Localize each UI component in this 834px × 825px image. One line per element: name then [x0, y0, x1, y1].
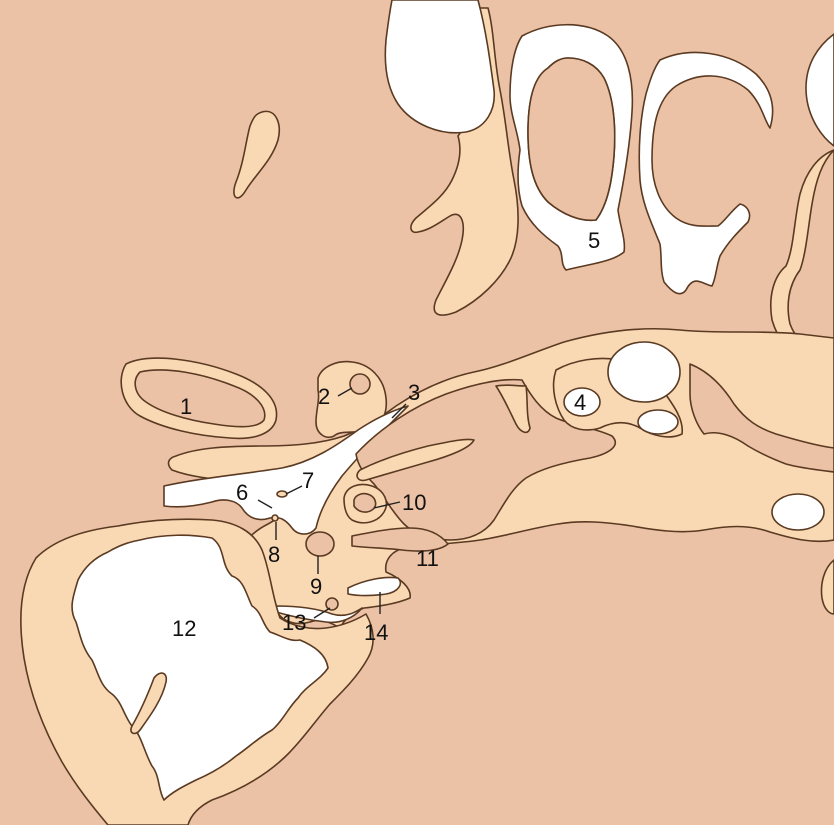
label-13: 13	[282, 610, 306, 635]
label-12: 12	[172, 616, 196, 641]
label-7: 7	[302, 468, 314, 493]
structure-2-canal	[350, 374, 370, 394]
small-canal-near-4	[638, 410, 678, 434]
structure-13-canal	[326, 598, 338, 610]
label-2: 2	[318, 384, 330, 409]
label-1: 1	[180, 394, 192, 419]
label-8: 8	[268, 542, 280, 567]
label-10: 10	[402, 490, 426, 515]
structure-9-oval	[306, 532, 334, 556]
large-canal-near-4	[608, 342, 680, 402]
label-4: 4	[574, 390, 586, 415]
label-14: 14	[364, 620, 388, 645]
label-3: 3	[408, 380, 420, 405]
structure-10-coil-inner	[354, 494, 376, 512]
right-canal	[772, 494, 824, 530]
label-11: 11	[416, 546, 439, 571]
label-5: 5	[588, 228, 600, 253]
label-6: 6	[236, 480, 248, 505]
structure-7-ossicle	[277, 491, 287, 497]
structure-8-ossicle	[272, 515, 278, 521]
label-9: 9	[310, 574, 322, 599]
